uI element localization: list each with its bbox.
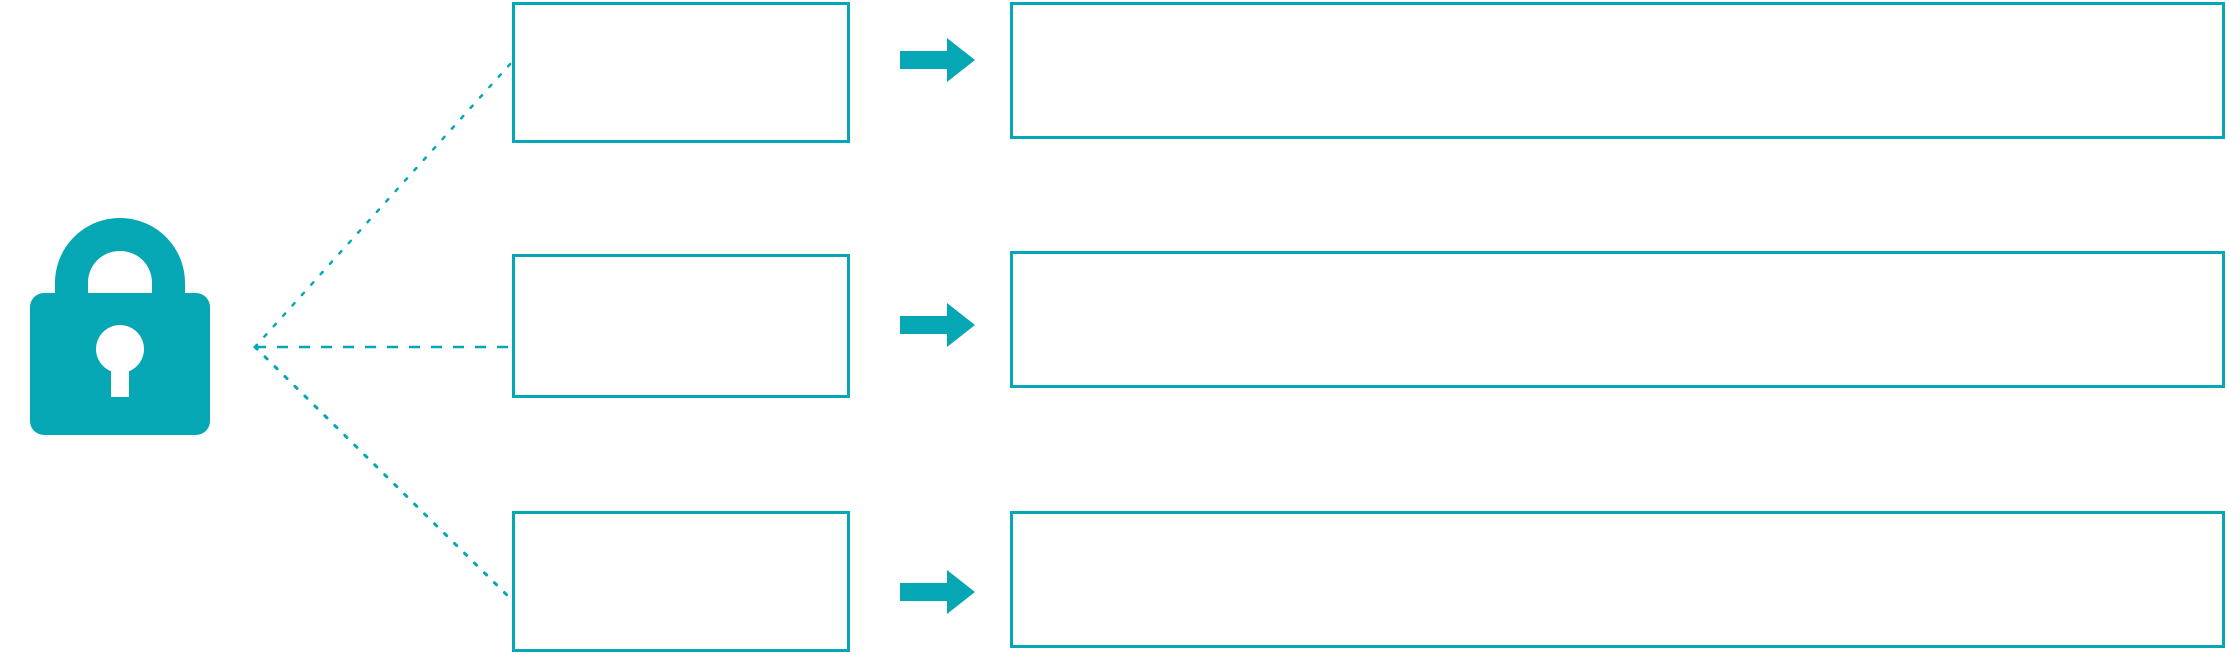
small-box-row-2-label (515, 257, 847, 395)
large-box-row-3[interactable] (1010, 511, 2225, 648)
large-box-row-1[interactable] (1010, 2, 2225, 139)
connector-line-top (253, 60, 514, 349)
arrow-right-icon-row-2 (900, 303, 975, 347)
arrow-right-icon-row-1 (900, 38, 975, 82)
large-box-row-2-label (1013, 254, 2222, 385)
lock-icon (30, 218, 210, 435)
small-box-row-1-label (515, 5, 847, 140)
small-box-row-3[interactable] (512, 511, 850, 652)
large-box-row-1-label (1013, 5, 2222, 136)
large-box-row-2[interactable] (1010, 251, 2225, 388)
small-box-row-3-label (515, 514, 847, 649)
arrow-right-icon-glyph-row-1 (900, 38, 975, 82)
large-box-row-3-label (1013, 514, 2222, 645)
connector-line-bottom (253, 345, 514, 602)
small-box-row-2[interactable] (512, 254, 850, 398)
small-box-row-1[interactable] (512, 2, 850, 143)
lock-icon-glyph (30, 218, 210, 435)
arrow-right-icon-row-3 (900, 570, 975, 614)
arrow-right-icon-glyph-row-3 (900, 570, 975, 614)
arrow-right-icon-glyph-row-2 (900, 303, 975, 347)
